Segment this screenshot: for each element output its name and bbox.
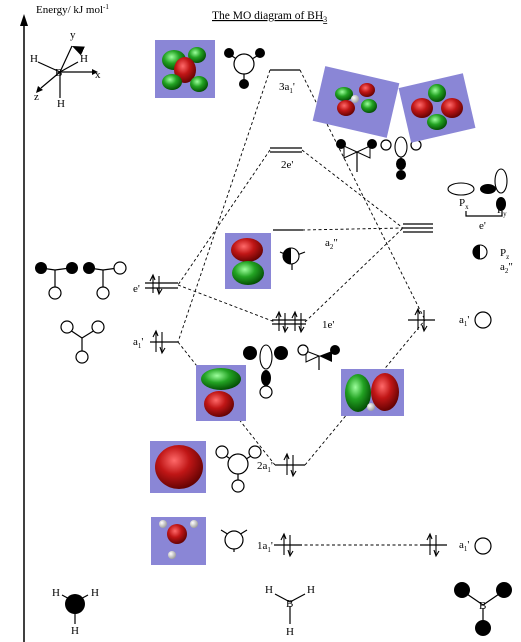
h3-level-e: e': [133, 273, 178, 296]
px-label: Px: [459, 197, 469, 211]
h3-fragment-molecule: H H H: [52, 587, 99, 637]
boron-label: B: [479, 600, 486, 612]
h-label-right: H: [80, 53, 88, 65]
orbital-image-2e-a: [312, 66, 400, 138]
h3-level-a1: a1': [133, 329, 178, 355]
axis-arrow-icon: [20, 14, 28, 26]
coordinate-axes-icon: y x z B H H H: [30, 29, 101, 110]
boron-label: B: [55, 67, 62, 79]
h-label: H: [286, 626, 294, 638]
h-label: H: [91, 587, 99, 599]
orbital-image-1e-b: [341, 369, 404, 416]
pz-orbital-icon: [472, 244, 488, 260]
orbital-image-1a1: [151, 517, 206, 565]
s-orbital-icon: [474, 537, 492, 555]
mo-label-1a1: 1a1': [257, 540, 273, 554]
orbital-image-1e-a: [196, 365, 246, 421]
boron-fragment-molecule: B: [454, 582, 512, 636]
mo-sketch-2a1: [215, 445, 262, 493]
a2pp-label-right: a2": [500, 261, 513, 275]
orbital-image-2a1: [150, 441, 206, 493]
boron-p-orbitals: Px Py e' Pz a2": [447, 168, 513, 275]
bh3-molecule: B H H H: [265, 584, 315, 638]
h-label: H: [52, 587, 60, 599]
orbital-image-3a1: [155, 40, 215, 98]
h-label: H: [71, 625, 79, 637]
energy-axis: Energy/ kJ mol-1: [20, 3, 109, 642]
boron-level-a1-2s: a1': [408, 307, 492, 333]
h-label-bottom: H: [57, 98, 65, 110]
h3-label-e: e': [133, 283, 140, 295]
boron-level-a1-1s: a1': [420, 532, 492, 558]
mo-label-a2pp: a2": [325, 237, 338, 251]
py-label: Py: [497, 204, 507, 218]
diagram-title: The MO diagram of BH3: [212, 10, 327, 24]
pz-label: Pz: [500, 247, 509, 261]
mo-level-1e: 1e': [272, 310, 334, 334]
orbital-image-2e-b: [398, 73, 476, 143]
px-orbital-icon: [447, 182, 496, 196]
h3-salc-a1-icon: [60, 320, 105, 364]
h-label: H: [307, 584, 315, 596]
h-label: H: [265, 584, 273, 596]
mo-label-1e: 1e': [322, 319, 334, 331]
mo-label-2e: 2e': [281, 159, 293, 171]
z-axis-label: z: [34, 91, 39, 103]
h3-salc-e-icons: [35, 261, 127, 300]
p-e-label: e': [479, 220, 486, 232]
boron-label-a1-2s: a1': [459, 314, 469, 328]
energy-axis-label: Energy/ kJ mol-1: [36, 3, 109, 16]
mo-sketch-3a1: [224, 48, 265, 89]
boron-label: B: [286, 598, 293, 610]
mo-sketch-1a1: [220, 529, 248, 552]
mo-level-2e: 2e': [270, 147, 302, 171]
x-axis-label: x: [95, 69, 101, 81]
s-orbital-icon: [474, 311, 492, 329]
mo-sketch-2e: [336, 136, 422, 180]
mo-sketch-a2pp: [279, 247, 306, 270]
boron-label-a1-1s: a1': [459, 539, 469, 553]
y-axis-label: y: [70, 29, 76, 41]
mo-level-1a1: 1a1': [257, 532, 302, 558]
h3-label-a1: a1': [133, 336, 143, 350]
h-label-left: H: [30, 53, 38, 65]
mo-level-a2pp: a2": [273, 229, 338, 251]
orbital-image-a2pp: [225, 233, 271, 289]
mo-sketch-1e: [243, 344, 340, 399]
electron-pairs-1e: [275, 310, 305, 334]
py-orbital-icon: [494, 168, 508, 211]
mo-label-3a1: 3a1': [279, 81, 295, 95]
boron-level-e-2p: [403, 223, 433, 233]
mo-level-3a1: 3a1': [270, 69, 300, 95]
mo-label-2a1: 2a1': [257, 460, 273, 474]
mo-level-2a1: 2a1': [257, 452, 305, 478]
